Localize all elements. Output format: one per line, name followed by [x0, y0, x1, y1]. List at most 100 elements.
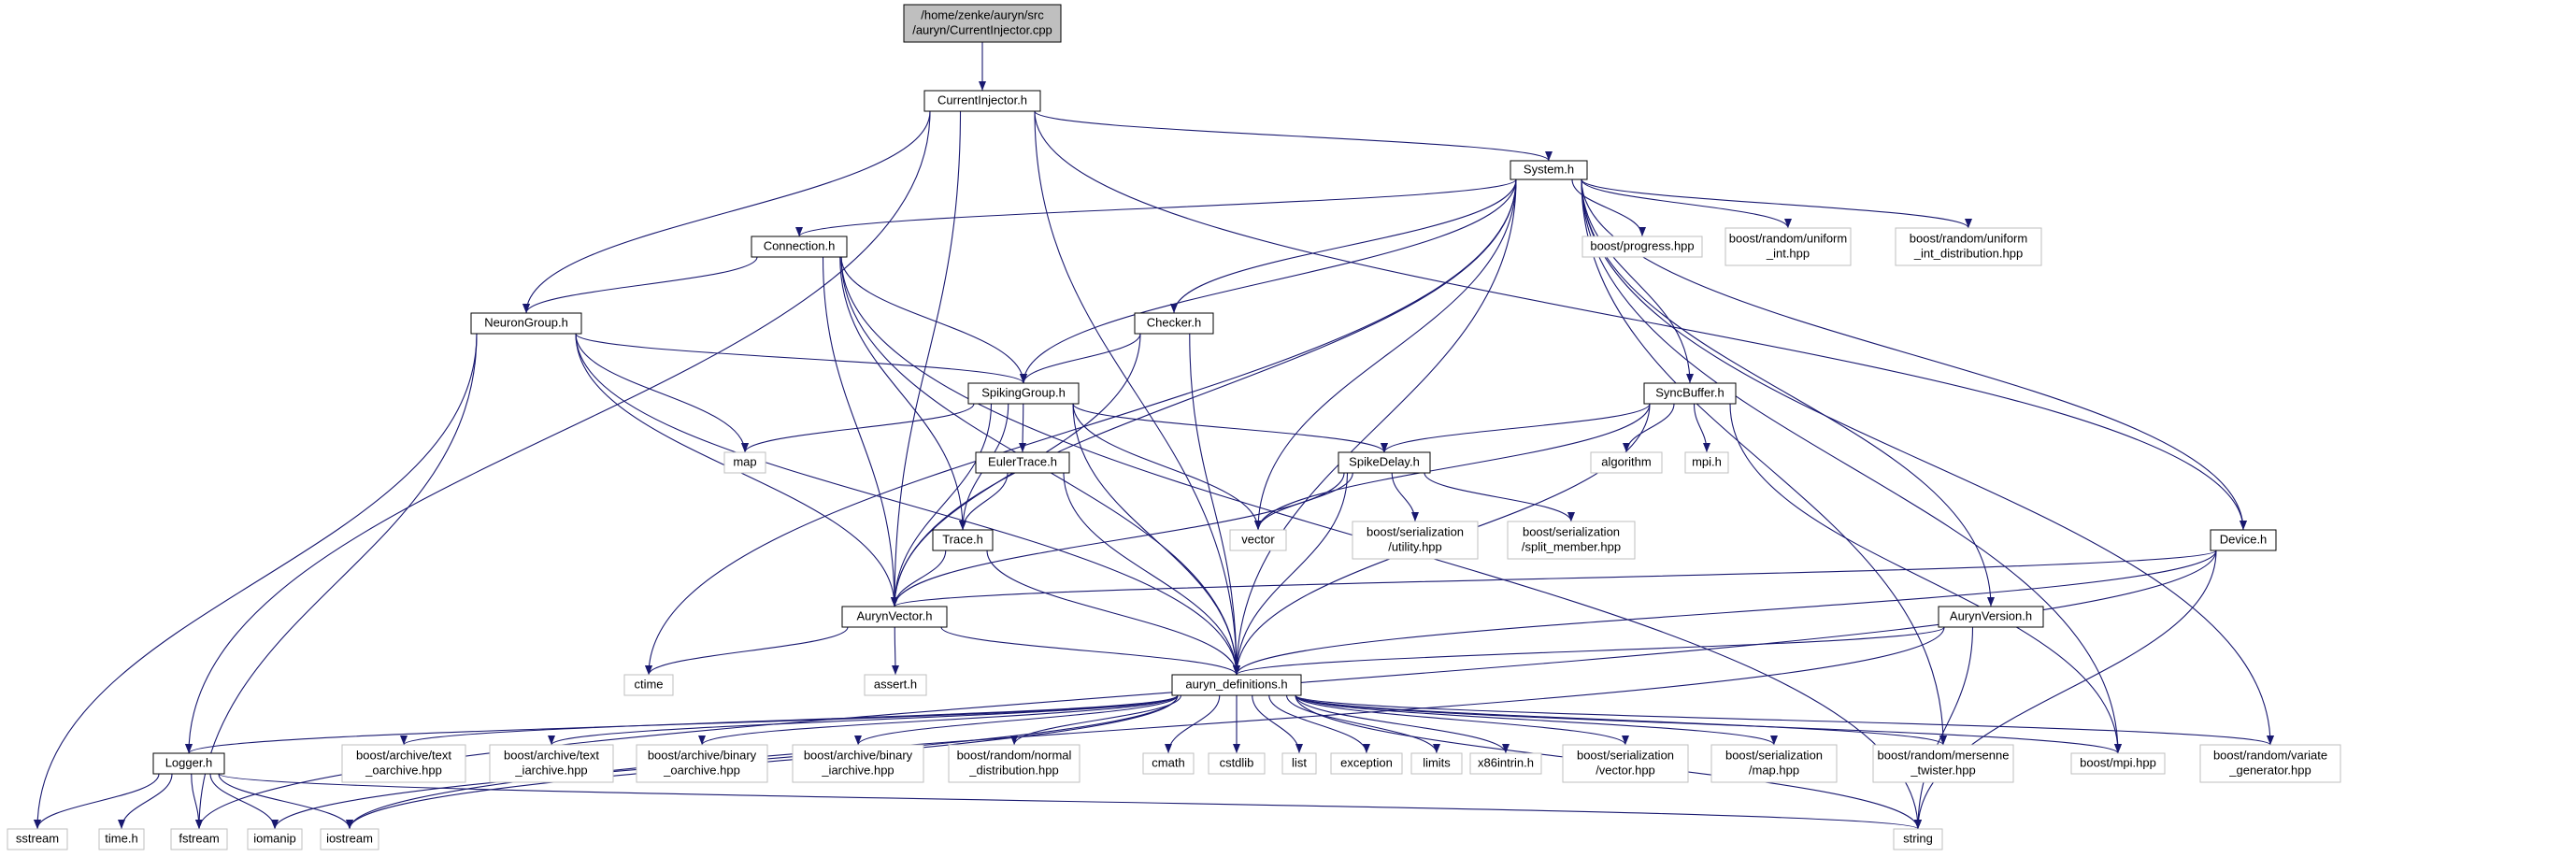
node-label: limits [1423, 755, 1451, 769]
node-label: /split_member.hpp [1522, 539, 1621, 553]
node-spikinggroup-h[interactable]: SpikingGroup.h [967, 382, 1080, 405]
node-box [1895, 227, 2042, 266]
edge-auryn-definitions-h-to-boost-ser-vector [1295, 694, 1629, 746]
node-label: x86intrin.h [1478, 755, 1534, 769]
node-boost-uniform-int-dist[interactable]: boost/random/uniform_int_distribution.hp… [1895, 227, 2042, 266]
node-ctime[interactable]: ctime [623, 674, 674, 696]
node-boost-uniform-int[interactable]: boost/random/uniform_int.hpp [1724, 227, 1852, 266]
node-neurongroup-h[interactable]: NeuronGroup.h [470, 312, 582, 335]
node-list[interactable]: list [1281, 752, 1317, 775]
node-box [98, 828, 145, 850]
node-label: boost/mpi.hpp [2080, 755, 2156, 769]
node-label: boost/random/uniform [1729, 231, 1847, 245]
edge-neurongroup-h-to-spikinggroup-h [575, 333, 1027, 384]
node-box [489, 744, 614, 783]
node-label: _iarchive.hpp [821, 763, 894, 777]
node-cstdlib[interactable]: cstdlib [1208, 752, 1266, 775]
node-label: /home/zenke/auryn/src [921, 7, 1044, 21]
node-logger-h[interactable]: Logger.h [152, 752, 225, 775]
node-trace-h[interactable]: Trace.h [932, 529, 994, 551]
node-box [864, 674, 927, 696]
node-box [723, 451, 766, 474]
node-boost-text-iarchive[interactable]: boost/archive/text_iarchive.hpp [489, 744, 614, 783]
node-box [1893, 828, 1943, 850]
node-algorithm[interactable]: algorithm [1590, 451, 1663, 474]
edge-spikinggroup-h-to-auryn-definitions-h [1072, 403, 1240, 676]
node-boost-normal-dist[interactable]: boost/random/normal_distribution.hpp [948, 744, 1080, 783]
node-label: boost/serialization [1523, 524, 1620, 538]
node-map[interactable]: map [723, 451, 766, 474]
node-box [2070, 752, 2166, 775]
node-system-h[interactable]: System.h [1510, 160, 1588, 180]
node-vector[interactable]: vector [1229, 529, 1287, 551]
node-exception[interactable]: exception [1330, 752, 1403, 775]
node-boost-ser-split[interactable]: boost/serialization/split_member.hpp [1507, 521, 1636, 560]
node-eulertrace-h[interactable]: EulerTrace.h [975, 451, 1070, 474]
node-boost-ser-utility[interactable]: boost/serialization/utility.hpp [1352, 521, 1479, 560]
node-label: mpi.h [1692, 454, 1722, 468]
node-synbuffer-h[interactable]: SyncBuffer.h [1643, 382, 1737, 405]
node-device-h[interactable]: Device.h [2210, 529, 2277, 551]
node-label: NeuronGroup.h [484, 315, 568, 329]
edge-checker-h-to-auryn-definitions-h [1189, 333, 1240, 676]
node-box [1938, 606, 2044, 628]
edge-connection-h-to-aurynvector-h [822, 256, 898, 607]
node-label: map [733, 454, 756, 468]
node-fstream[interactable]: fstream [170, 828, 228, 850]
edge-spikinggroup-h-to-aurynvector-h [891, 403, 993, 607]
node-boost-mersenne[interactable]: boost/random/mersenne_twister.hpp [1872, 744, 2014, 783]
node-time-h[interactable]: time.h [98, 828, 145, 850]
edge-currentinjector-h-to-device-h [1034, 110, 2247, 531]
node-spikedelay-h[interactable]: SpikeDelay.h [1338, 451, 1431, 474]
node-assert-h[interactable]: assert.h [864, 674, 927, 696]
node-connection-h[interactable]: Connection.h [751, 236, 848, 258]
edge-auryn-definitions-h-to-exception [1268, 694, 1370, 754]
node-boost-mpi[interactable]: boost/mpi.hpp [2070, 752, 2166, 775]
node-cmath[interactable]: cmath [1142, 752, 1195, 775]
node-x86intrin-h[interactable]: x86intrin.h [1469, 752, 1542, 775]
node-aurynvector-h[interactable]: AurynVector.h [841, 606, 948, 628]
node-label: /map.hpp [1749, 763, 1799, 777]
node-box [1710, 744, 1838, 783]
node-string[interactable]: string [1893, 828, 1943, 850]
edge-connection-h-to-neurongroup-h [522, 256, 758, 314]
node-boost-binary-iarchive[interactable]: boost/archive/binary_iarchive.hpp [792, 744, 924, 783]
node-boost-text-oarchive[interactable]: boost/archive/text_oarchive.hpp [341, 744, 466, 783]
node-mpi-h[interactable]: mpi.h [1684, 451, 1729, 474]
node-root[interactable]: /home/zenke/auryn/src/auryn/CurrentInjec… [903, 4, 1062, 43]
node-boost-binary-oarchive[interactable]: boost/archive/binary_oarchive.hpp [636, 744, 768, 783]
edge-auryn-definitions-h-to-boost-normal-dist [1010, 694, 1182, 746]
node-label: boost/random/variate [2213, 748, 2327, 762]
node-box [2210, 529, 2277, 551]
node-limits[interactable]: limits [1410, 752, 1463, 775]
node-iostream[interactable]: iostream [320, 828, 379, 850]
node-box [1134, 312, 1214, 335]
node-box [1281, 752, 1317, 775]
edge-currentinjector-h-to-logger-h [185, 110, 931, 754]
node-aurynversion-h[interactable]: AurynVersion.h [1938, 606, 2044, 628]
edge-spikinggroup-h-to-vector [1072, 403, 1262, 531]
node-auryn-definitions-h[interactable]: auryn_definitions.h [1171, 674, 1302, 696]
node-iomanip[interactable]: iomanip [247, 828, 303, 850]
node-label: boost/serialization [1367, 524, 1464, 538]
edge-system-h-to-auryn-definitions-h [1233, 179, 1517, 676]
node-sstream[interactable]: sstream [7, 828, 68, 850]
node-currentinjector-h[interactable]: CurrentInjector.h [923, 90, 1041, 112]
edge-logger-h-to-fstream [191, 773, 203, 830]
node-label: boost/random/mersenne [1878, 748, 2010, 762]
node-boost-progress[interactable]: boost/progress.hpp [1581, 236, 1703, 258]
edge-auryn-definitions-h-to-boost-text-oarchive [400, 694, 1179, 746]
node-label: list [1292, 755, 1307, 769]
node-box [792, 744, 924, 783]
edge-logger-h-to-iomanip [209, 773, 279, 830]
edge-auryn-definitions-h-to-boost-binary-iarchive [854, 694, 1179, 746]
node-label: Connection.h [764, 238, 836, 252]
edge-aurynversion-h-to-iostream [346, 626, 1945, 830]
edge-aurynversion-h-to-string [1914, 626, 1974, 830]
node-boost-ser-map[interactable]: boost/serialization/map.hpp [1710, 744, 1838, 783]
node-box [1590, 451, 1663, 474]
node-boost-ser-vector[interactable]: boost/serialization/vector.hpp [1562, 744, 1689, 783]
node-boost-variate[interactable]: boost/random/variate_generator.hpp [2199, 744, 2341, 783]
node-checker-h[interactable]: Checker.h [1134, 312, 1214, 335]
